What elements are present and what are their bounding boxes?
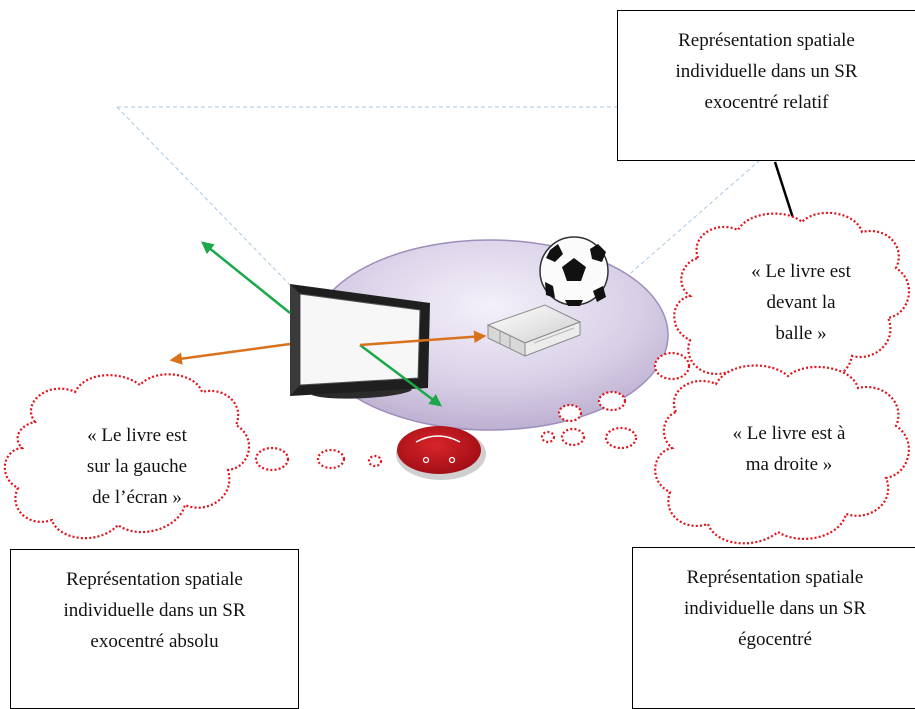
box-line: exocentré absolu: [90, 631, 219, 652]
thought-line: balle »: [775, 323, 827, 344]
face-token-icon: [396, 426, 486, 480]
thought-line: de l’écran »: [92, 487, 182, 508]
thought-text-right-top: « Le livre est devant la balle »: [716, 256, 886, 349]
thought-text-right-bottom: « Le livre est à ma droite »: [694, 418, 884, 480]
box-line: exocentré relatif: [704, 92, 829, 113]
thought-bubble-small: [560, 427, 586, 447]
label-box-exocentric-absolute: Représentation spatiale individuelle dan…: [10, 549, 299, 709]
box-line: individuelle dans un SR: [675, 61, 858, 82]
box-line: Représentation spatiale: [686, 567, 864, 588]
thought-bubble-small: [597, 390, 627, 412]
thought-cloud-left: [3, 373, 251, 540]
box-line: Représentation spatiale: [678, 30, 855, 51]
thought-text-left: « Le livre est sur la gauche de l’écran …: [52, 420, 222, 513]
thought-bubble-small: [557, 403, 583, 423]
thought-line: devant la: [766, 292, 836, 313]
box-line: individuelle dans un SR: [63, 600, 246, 621]
green-arrow-down-right: [359, 344, 442, 407]
thought-bubble-small: [254, 446, 290, 472]
orange-arrow-right: [359, 330, 487, 347]
orange-arrow-left: [169, 342, 291, 365]
thought-bubble-small: [540, 430, 556, 444]
box-line: individuelle dans un SR: [683, 598, 867, 619]
book-icon: [486, 304, 582, 357]
thought-line: « Le livre est: [87, 425, 187, 446]
thought-bubble-small: [316, 448, 346, 470]
thought-cloud-right-bottom: [654, 364, 910, 545]
label-box-egocentric: Représentation spatiale individuelle dan…: [632, 547, 915, 709]
box-line: Représentation spatiale: [66, 569, 243, 590]
label-box-exocentric-relative: Représentation spatiale individuelle dan…: [617, 10, 915, 161]
thought-line: « Le livre est: [751, 261, 851, 282]
thought-bubble-small: [653, 351, 691, 381]
thought-bubble-small: [367, 454, 383, 468]
thought-line: ma droite »: [745, 454, 833, 475]
green-arrow-up-left: [201, 241, 291, 314]
monitor-icon: [290, 284, 430, 399]
thought-bubble-small: [604, 426, 638, 450]
soccer-ball-icon: [539, 236, 609, 306]
box-line: égocentré: [738, 629, 812, 650]
thought-line: sur la gauche: [86, 456, 188, 477]
thought-line: « Le livre est à: [732, 423, 846, 444]
thought-cloud-right-top: [673, 211, 911, 391]
